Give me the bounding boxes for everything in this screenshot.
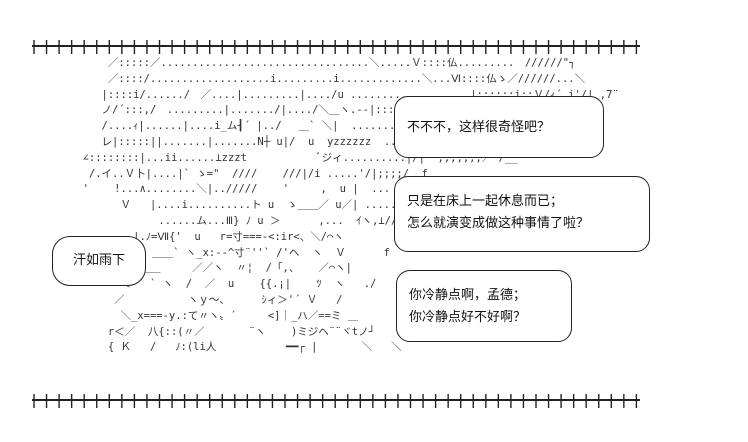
bubble-3-line-1: 你冷静点啊，孟德； xyxy=(409,288,527,303)
speech-bubble-3: 你冷静点啊，孟德； 你冷静点好不好啊？ xyxy=(396,270,572,342)
bubble-1-line-1: 不不不，这样很奇怪吧？ xyxy=(407,120,551,135)
top-rail-graphic xyxy=(32,40,640,54)
tag-label: 汗如雨下 xyxy=(72,253,125,268)
bubble-2-line-1: 只是在床上一起休息而已； xyxy=(407,194,564,209)
bottom-rail xyxy=(32,394,640,410)
top-rail xyxy=(32,40,640,56)
speech-bubble-2: 只是在床上一起休息而已； 怎么就演变成做这种事情了啦？ xyxy=(394,176,650,252)
bubble-3-line-2: 你冷静点好不好啊？ xyxy=(409,310,527,325)
sweat-tag-bubble: 汗如雨下 xyxy=(52,236,146,286)
ascii-art-block: ／:::::／.................................… xyxy=(82,57,619,354)
bubble-2-line-2: 怎么就演变成做这种事情了啦？ xyxy=(407,216,590,231)
bottom-rail-graphic xyxy=(32,394,640,408)
speech-bubble-1: 不不不，这样很奇怪吧？ xyxy=(394,96,604,158)
